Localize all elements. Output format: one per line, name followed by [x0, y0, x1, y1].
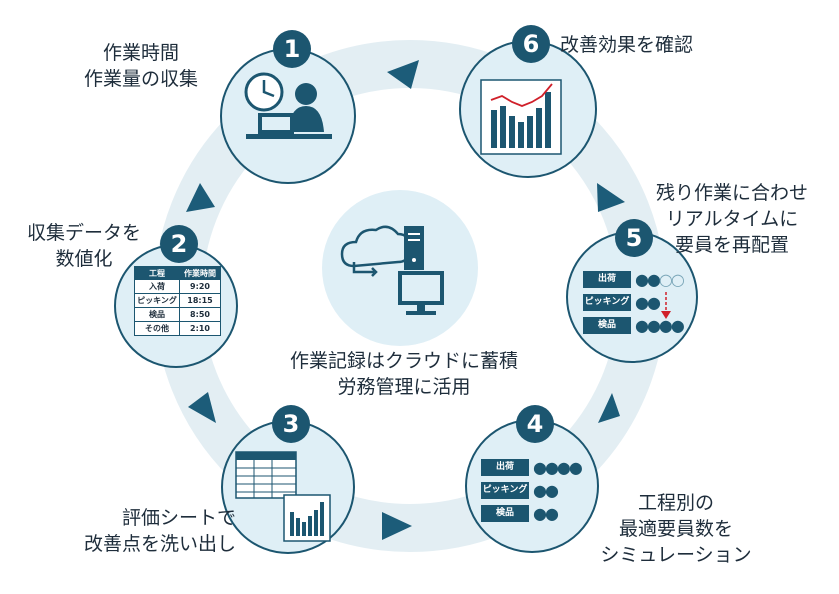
arrow-2-to-3: [188, 392, 216, 423]
step-4-label: 工程別の 最適要員数を シミュレーション: [592, 490, 760, 568]
step-2-line-1: 収集データを: [26, 222, 141, 244]
center-line-1: 作業記録はクラウドに蓄積: [289, 350, 518, 372]
step-2-line-2: 数値化: [55, 248, 113, 270]
step-3-line-2: 改善点を洗い出し: [83, 533, 236, 555]
worker-icons: ●●: [533, 481, 559, 500]
arrow-1-to-2: [186, 183, 215, 212]
step-6-label: 改善効果を確認: [560, 32, 693, 58]
table-cell: 8:50: [179, 307, 221, 322]
table-header: 作業時間: [179, 266, 221, 280]
table-row: 検品 8:50: [134, 307, 221, 322]
center-circle: [322, 190, 478, 346]
center-line-2: 労務管理に活用: [337, 376, 471, 398]
table-header-row: 工程 作業時間: [134, 266, 221, 280]
step-1-line-1: 作業時間: [102, 42, 179, 64]
staff-row: ピッキング ●●: [481, 482, 581, 499]
sheet-and-chart-icon: [235, 451, 331, 542]
step-4-line-3: シミュレーション: [600, 544, 752, 566]
step-6-badge: 6: [512, 25, 550, 63]
step-5-line-3: 要員を再配置: [674, 234, 789, 256]
arrow-4-to-5: [598, 393, 620, 423]
center-caption: 作業記録はクラウドに蓄積 労務管理に活用: [264, 348, 544, 400]
table-cell: 検品: [134, 307, 180, 322]
step-5-line-1: 残り作業に合わせ: [655, 182, 808, 204]
process-label: 検品: [583, 317, 631, 334]
table-cell: 9:20: [179, 279, 221, 294]
step-5-badge: 5: [615, 219, 653, 257]
table-cell: 18:15: [179, 293, 221, 308]
arrow-6-to-1: [387, 60, 419, 89]
table-header: 工程: [134, 266, 180, 280]
worker-icons: ●●●●: [533, 458, 583, 477]
step-1-label: 作業時間 作業量の収集: [76, 40, 206, 92]
step-2-badge: 2: [160, 225, 198, 263]
process-label: ピッキング: [583, 294, 631, 311]
step-3-badge: 3: [272, 405, 310, 443]
table-row: 入荷 9:20: [134, 279, 221, 294]
step-1-line-2: 作業量の収集: [83, 68, 198, 90]
reassign-arrow: [661, 311, 671, 319]
clock-worker-icon: [244, 72, 332, 139]
staff-row: 出荷 ●●●●: [481, 458, 583, 477]
step-5-label: 残り作業に合わせ リアルタイムに 要員を再配置: [648, 180, 816, 258]
worker-icons: ●●●●: [635, 316, 685, 335]
process-label: 検品: [481, 505, 529, 522]
step-4-badge: 4: [516, 405, 554, 443]
monitor-icon: [398, 271, 444, 315]
work-time-table: 工程 作業時間 入荷 9:20 ピッキング 18:15 検品 8:50 その他 …: [134, 266, 221, 336]
staff-row: 検品 ●●: [481, 505, 581, 522]
table-cell: その他: [134, 321, 180, 336]
staffing-simulation: 出荷 ●●●● ピッキング ●● 検品 ●●: [481, 458, 583, 522]
staff-reassignment: 出荷 ●●○○ ピッキング ●● 検品 ●●●●: [583, 270, 685, 335]
results-chart-icon: [480, 79, 562, 155]
process-label: 出荷: [481, 459, 529, 476]
table-row: その他 2:10: [134, 321, 221, 336]
step-2-label: 収集データを 数値化: [18, 220, 150, 272]
arrow-3-to-4: [382, 512, 412, 540]
table-row: ピッキング 18:15: [134, 293, 221, 308]
staff-row: ピッキング ●●: [583, 294, 683, 311]
table-cell: 2:10: [179, 321, 221, 336]
staff-row: 検品 ●●●●: [583, 316, 685, 335]
staff-row: 出荷 ●●○○: [583, 270, 685, 289]
worker-icons: ●●: [533, 504, 559, 523]
step-4-line-2: 最適要員数を: [618, 518, 733, 540]
step-6-line-1: 改善効果を確認: [560, 34, 694, 56]
step-5-line-2: リアルタイムに: [665, 208, 799, 230]
worker-icons: ●●: [635, 293, 661, 312]
arrow-5-to-6: [597, 183, 625, 212]
step-3-label: 評価シートで 改善点を洗い出し: [56, 505, 236, 557]
process-label: ピッキング: [481, 482, 529, 499]
step-1-badge: 1: [273, 30, 311, 68]
step-4-line-1: 工程別の: [637, 492, 714, 514]
table-cell: ピッキング: [134, 293, 180, 308]
step-3-line-1: 評価シートで: [121, 507, 236, 529]
table-cell: 入荷: [134, 279, 180, 294]
server-icon: [404, 226, 424, 270]
process-label: 出荷: [583, 271, 631, 288]
worker-icons: ●●○○: [635, 270, 685, 289]
